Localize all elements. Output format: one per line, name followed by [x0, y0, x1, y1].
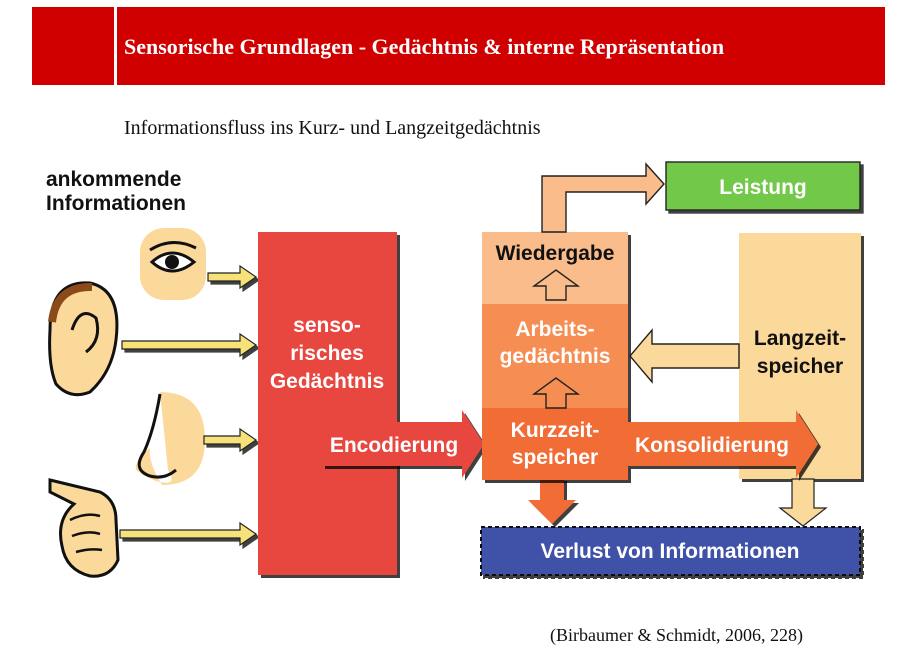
- long-term-to-loss-arrow: [778, 478, 828, 527]
- input-arrow-eye: [207, 264, 258, 290]
- header-divider: [114, 7, 117, 85]
- nose-icon: [135, 392, 205, 485]
- input-arrow-ear: [121, 332, 258, 358]
- sensory-memory-line2: risches: [290, 342, 364, 365]
- eye-icon: [140, 228, 206, 300]
- consolidation-label: Konsolidierung: [635, 434, 789, 457]
- sensory-memory-line3: Gedächtnis: [270, 370, 384, 393]
- incoming-label-line1: ankommende: [46, 168, 181, 191]
- sensory-memory-box: [258, 232, 397, 575]
- incoming-label-line2: Informationen: [46, 192, 186, 215]
- page-title: Sensorische Grundlagen - Gedächtnis & in…: [124, 34, 725, 59]
- information-loss-label: Verlust von Informationen: [540, 540, 799, 563]
- working-to-reproduction-arrow: [531, 269, 581, 301]
- information-loss-box: [480, 526, 861, 576]
- long-term-memory-line1: Langzeit-: [754, 327, 846, 350]
- short-term-memory-line1: Kurzzeit-: [511, 419, 600, 442]
- working-memory-box: [482, 304, 628, 408]
- citation: (Birbaumer & Schmidt, 2006, 228): [550, 625, 803, 645]
- encoding-label: Encodierung: [330, 434, 458, 457]
- input-arrow-nose: [203, 427, 258, 453]
- sensory-memory-line1: senso-: [293, 314, 361, 337]
- encoding-arrow: [322, 410, 484, 478]
- short-term-memory-line2: speicher: [512, 446, 598, 469]
- hand-icon: [48, 478, 120, 578]
- short-term-memory-box: [482, 408, 628, 480]
- input-arrow-hand: [119, 521, 258, 547]
- working-memory-line2: gedächtnis: [500, 345, 611, 368]
- performance-label: Leistung: [719, 176, 807, 199]
- slide-subtitle: Informationsfluss ins Kurz- und Langzeit…: [124, 117, 541, 139]
- ear-icon: [48, 281, 119, 397]
- short-to-working-arrow: [531, 377, 581, 409]
- short-term-to-loss-arrow: [528, 478, 576, 524]
- performance-box: [665, 161, 861, 211]
- reproduction-label: Wiedergabe: [496, 242, 615, 265]
- reproduction-to-performance-arrow: [541, 162, 665, 233]
- working-memory-line1: Arbeits-: [515, 318, 594, 341]
- long-term-memory-line2: speicher: [757, 355, 843, 378]
- header-bar: Sensorische Grundlagen - Gedächtnis & in…: [32, 7, 885, 85]
- long-term-to-working-arrow: [629, 328, 740, 384]
- reproduction-box: [482, 232, 628, 304]
- consolidation-arrow: [628, 410, 818, 478]
